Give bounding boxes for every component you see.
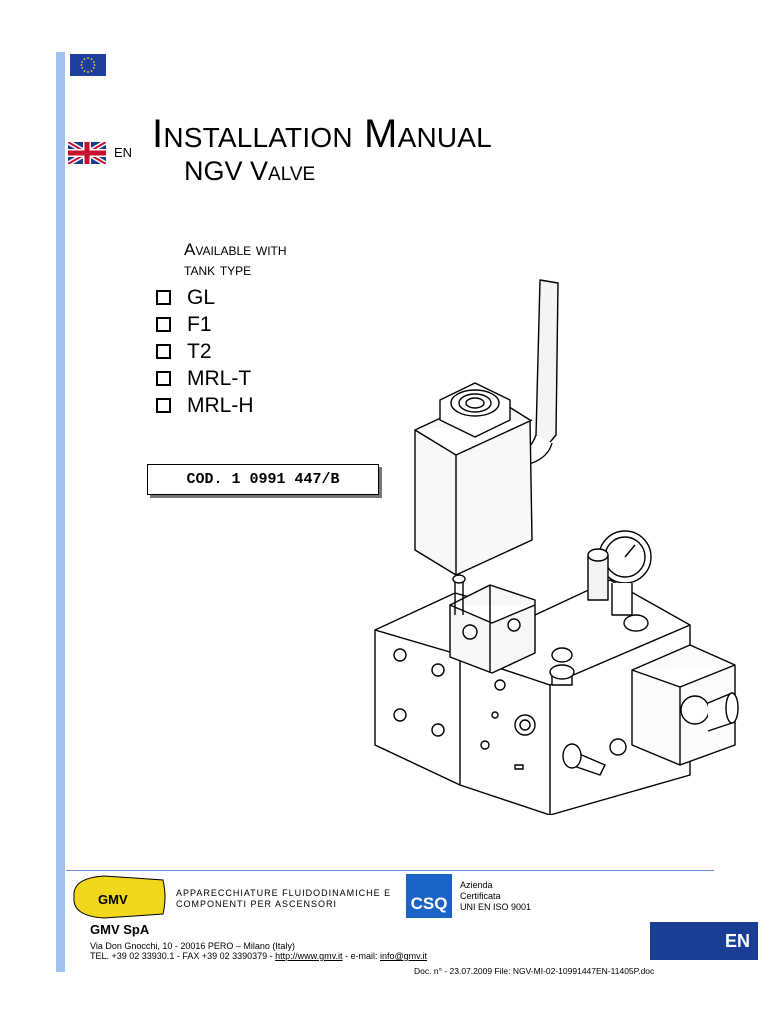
left-sidebar-strip (56, 52, 65, 972)
tagline-line-1: APPARECCHIATURE FLUIDODINAMICHE E (176, 888, 392, 898)
company-name: GMV SpA (90, 922, 150, 937)
tank-type-list: GL F1 T2 MRL-T MRL-H (156, 284, 254, 419)
checkbox-icon (156, 371, 171, 386)
tank-type-label: MRL-H (187, 393, 254, 417)
gmv-logo: GMV (73, 875, 166, 919)
email-link[interactable]: info@gmv.it (380, 951, 427, 961)
checkbox-icon (156, 290, 171, 305)
cert-line-1: Azienda (460, 880, 493, 890)
certification-text: Azienda Certificata UNI EN ISO 9001 (460, 880, 531, 913)
cert-line-2: Certificata (460, 891, 501, 901)
list-item: MRL-T (156, 365, 254, 392)
tagline-line-2: COMPONENTI PER ASCENSORI (176, 899, 338, 909)
list-item: F1 (156, 311, 254, 338)
website-link[interactable]: http://www.gmv.it (275, 951, 343, 961)
tank-type-label: GL (187, 285, 216, 309)
page-title: Installation Manual (152, 112, 492, 156)
tank-type-label: F1 (187, 312, 212, 336)
availability-heading: Available with tank type (184, 240, 287, 280)
tel-fax: TEL. +39 02 33930.1 - FAX +39 02 3390379… (90, 951, 276, 961)
language-badge: EN (650, 922, 758, 960)
company-phone-line: TEL. +39 02 33930.1 - FAX +39 02 3390379… (90, 951, 427, 961)
tank-type-label: T2 (187, 339, 212, 363)
checkbox-icon (156, 317, 171, 332)
availability-line-2: tank type (184, 260, 252, 279)
availability-line-1: Available with (184, 240, 287, 259)
list-item: MRL-H (156, 392, 254, 419)
gmv-logo-text: GMV (98, 892, 128, 907)
language-code-label: EN (114, 145, 133, 160)
eu-flag-icon (70, 54, 106, 76)
company-tagline: APPARECCHIATURE FLUIDODINAMICHE E COMPON… (176, 888, 391, 910)
uk-flag-icon (68, 142, 106, 164)
company-address: Via Don Gnocchi, 10 - 20016 PERO – Milan… (90, 941, 295, 951)
company-contact: Via Don Gnocchi, 10 - 20016 PERO – Milan… (90, 941, 427, 961)
cert-line-3: UNI EN ISO 9001 (460, 902, 532, 912)
list-item: T2 (156, 338, 254, 365)
tank-type-label: MRL-T (187, 366, 252, 390)
csq-certification-logo: CSQ (406, 874, 452, 918)
checkbox-icon (156, 398, 171, 413)
document-reference: Doc. n° - 23.07.2009 File: NGV-MI-02-109… (414, 966, 655, 976)
product-subtitle: NGV Valve (184, 156, 316, 186)
list-item: GL (156, 284, 254, 311)
ngv-valve-illustration (374, 279, 739, 815)
checkbox-icon (156, 344, 171, 359)
footer-divider (66, 870, 714, 871)
product-code-box: COD. 1 0991 447/B (147, 464, 379, 495)
email-label: - e-mail: (342, 951, 381, 961)
